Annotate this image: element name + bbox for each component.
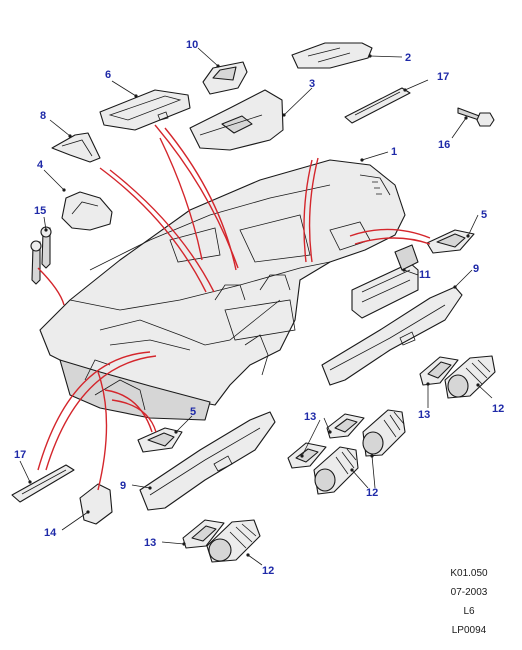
reference-plate: LP0094 — [451, 625, 487, 636]
part-17-strip-right — [344, 87, 411, 124]
label-part-4: 4 — [37, 159, 44, 171]
part-2-top-cover — [291, 42, 373, 69]
part-9-panel-left — [139, 411, 276, 511]
label-part-8: 8 — [40, 110, 46, 122]
part-17-strip-left — [11, 464, 75, 503]
part-9-panel-right — [321, 286, 463, 386]
part-6-upper-panel — [99, 89, 191, 131]
label-part-16: 16 — [438, 139, 450, 151]
part-13-bezel-center-b — [287, 442, 327, 469]
label-part-5-left: 5 — [190, 406, 196, 418]
label-part-11: 11 — [419, 269, 431, 281]
part-10-speaker-grille — [202, 61, 248, 95]
part-11-bracket — [351, 244, 419, 319]
part-13-bezel-center-a — [326, 413, 365, 439]
part-15-clips — [30, 226, 52, 285]
label-part-9-left: 9 — [120, 480, 126, 492]
part-number-labels: 1 2 3 4 5 5 6 8 9 9 10 11 12 12 12 13 13… — [14, 39, 504, 577]
label-part-12-right: 12 — [492, 403, 504, 415]
label-part-9-right: 9 — [473, 263, 479, 275]
label-part-6: 6 — [105, 69, 111, 81]
reference-code: K01.050 — [450, 568, 488, 579]
label-part-17-left: 17 — [14, 449, 26, 461]
label-part-17-right: 17 — [437, 71, 449, 83]
label-part-13-center: 13 — [304, 411, 316, 423]
part-16-screw — [457, 107, 495, 127]
part-12-vent-center-b — [313, 446, 359, 495]
reference-model: L6 — [463, 606, 475, 617]
dashboard-main-panel — [39, 159, 406, 421]
part-3-binnacle — [189, 89, 284, 151]
label-part-2: 2 — [405, 52, 411, 64]
part-8-end-cap — [51, 132, 101, 163]
leader-lines — [19, 47, 493, 566]
label-part-5-right: 5 — [481, 209, 487, 221]
label-part-3: 3 — [309, 78, 315, 90]
part-5-cover-left — [137, 427, 183, 453]
part-13-bezel-right — [419, 356, 459, 386]
part-5-cover-right — [426, 229, 475, 254]
label-part-1: 1 — [391, 146, 397, 158]
part-13-bezel-bottom — [182, 519, 225, 549]
label-part-12-bottom: 12 — [262, 565, 274, 577]
label-part-10: 10 — [186, 39, 198, 51]
label-part-15: 15 — [34, 205, 46, 217]
part-14-blank-plug — [79, 483, 113, 525]
label-part-13-bottom: 13 — [144, 537, 156, 549]
label-part-14: 14 — [44, 527, 57, 539]
part-12-vent-bottom — [206, 519, 261, 563]
part-12-vent-right — [444, 355, 496, 399]
part-4-corner-cover — [61, 191, 113, 231]
label-part-12-center: 12 — [366, 487, 378, 499]
red-callout-lines — [37, 124, 431, 491]
part-12-vent-center-a — [362, 409, 406, 457]
reference-date: 07-2003 — [450, 587, 488, 598]
label-part-13-right: 13 — [418, 409, 430, 421]
